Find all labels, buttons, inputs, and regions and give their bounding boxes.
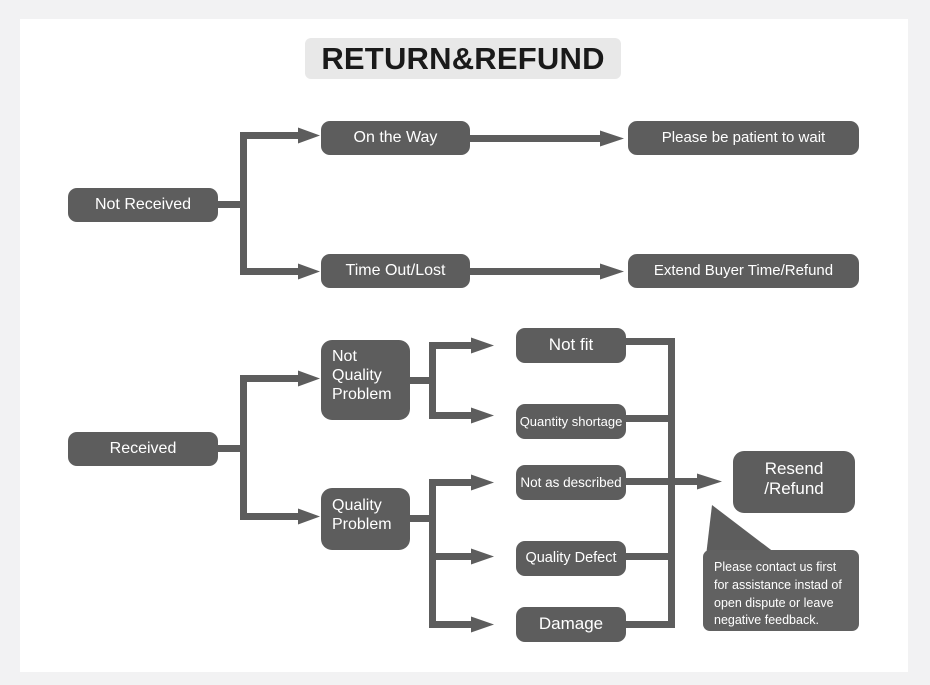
edge-nqp-stub	[410, 377, 436, 384]
node-quality-defect-label: Quality Defect	[525, 549, 617, 566]
node-time-out-lost-label: Time Out/Lost	[345, 261, 446, 279]
node-not-quality-problem-line1: Not	[332, 348, 357, 365]
edge-bus-vertical	[668, 338, 675, 628]
edge-received-top-arm	[240, 375, 303, 382]
edge-notasdescribed-to-bus	[622, 478, 672, 485]
node-extend-refund-label: Extend Buyer Time/Refund	[653, 262, 834, 280]
node-quality-problem-line1: Quality	[332, 497, 382, 514]
edge-received-trunk	[240, 375, 247, 520]
node-on-the-way-label: On the Way	[353, 128, 438, 146]
node-quantity-shortage[interactable]: Quantity shortage	[516, 404, 626, 439]
node-on-the-way[interactable]: On the Way	[321, 121, 470, 155]
node-damage[interactable]: Damage	[516, 607, 626, 642]
edge-notreceived-trunk	[240, 132, 247, 275]
edge-received-bottom-arm	[240, 513, 303, 520]
node-resend-refund-line2: /Refund	[764, 479, 824, 499]
arrowhead-not-fit	[471, 337, 494, 354]
node-quality-problem[interactable]: Quality Problem	[321, 488, 410, 550]
edge-notreceived-stub	[218, 201, 247, 208]
arrowhead-on-the-way	[298, 127, 320, 144]
node-quality-defect[interactable]: Quality Defect	[516, 541, 626, 576]
edge-qp-arm-notasdescribed	[429, 479, 476, 486]
arrowhead-quality-defect	[471, 548, 494, 565]
edge-received-stub	[218, 445, 247, 452]
edge-nqp-trunk	[429, 342, 436, 419]
callout-note-text: Please contact us first for assistance i…	[714, 560, 842, 628]
edge-timeout-to-extend	[470, 268, 605, 275]
arrowhead-time-out	[298, 263, 320, 280]
node-quantity-shortage-label: Quantity shortage	[519, 413, 623, 429]
edge-nqp-arm-quantity	[429, 412, 476, 419]
edge-ontheway-to-wait	[470, 135, 605, 142]
edge-notreceived-bottom-arm	[240, 268, 303, 275]
node-time-out-lost[interactable]: Time Out/Lost	[321, 254, 470, 288]
arrowhead-resend-refund	[697, 473, 722, 490]
node-not-received[interactable]: Not Received	[68, 188, 218, 222]
node-not-as-described-label: Not as described	[520, 474, 622, 490]
edge-qualitydefect-to-bus	[622, 553, 672, 560]
arrowhead-not-quality-problem	[298, 370, 320, 387]
edge-notfit-to-bus	[622, 338, 672, 345]
node-not-as-described[interactable]: Not as described	[516, 465, 626, 500]
callout-note: Please contact us first for assistance i…	[703, 550, 859, 631]
node-received[interactable]: Received	[68, 432, 218, 466]
arrowhead-not-as-described	[471, 474, 494, 491]
edge-qp-trunk	[429, 479, 436, 628]
edge-qp-arm-damage	[429, 621, 476, 628]
node-not-received-label: Not Received	[94, 195, 192, 213]
arrowhead-please-wait	[600, 130, 624, 147]
edge-qp-stub	[410, 515, 436, 522]
page-title: RETURN&REFUND	[321, 40, 605, 76]
node-damage-label: Damage	[538, 614, 604, 634]
edge-notreceived-top-arm	[240, 132, 303, 139]
edge-bus-to-resend	[668, 478, 703, 485]
node-please-be-patient-to-wait[interactable]: Please be patient to wait	[628, 121, 859, 155]
arrowhead-damage	[471, 616, 494, 633]
edge-damage-to-bus	[622, 621, 672, 628]
node-please-wait-label: Please be patient to wait	[661, 129, 826, 147]
node-received-label: Received	[109, 439, 177, 457]
arrowhead-quality-problem	[298, 508, 320, 525]
node-quality-problem-line2: Problem	[332, 515, 392, 533]
arrowhead-quantity-shortage	[471, 407, 494, 424]
edge-qp-arm-qualitydefect	[429, 553, 476, 560]
node-extend-buyer-time-refund[interactable]: Extend Buyer Time/Refund	[628, 254, 859, 288]
node-resend-refund-line1: Resend	[764, 459, 824, 478]
node-not-fit[interactable]: Not fit	[516, 328, 626, 363]
node-not-fit-label: Not fit	[548, 335, 594, 355]
page-title-background	[305, 38, 621, 79]
node-not-quality-problem[interactable]: Not Quality Problem	[321, 340, 410, 420]
node-not-quality-problem-line3: Problem	[332, 385, 392, 403]
node-not-quality-problem-line2: Quality	[332, 366, 382, 384]
arrowhead-extend-refund	[600, 263, 624, 280]
edge-nqp-arm-notfit	[429, 342, 476, 349]
edge-quantity-to-bus	[622, 415, 672, 422]
node-resend-refund[interactable]: Resend /Refund	[733, 451, 855, 513]
